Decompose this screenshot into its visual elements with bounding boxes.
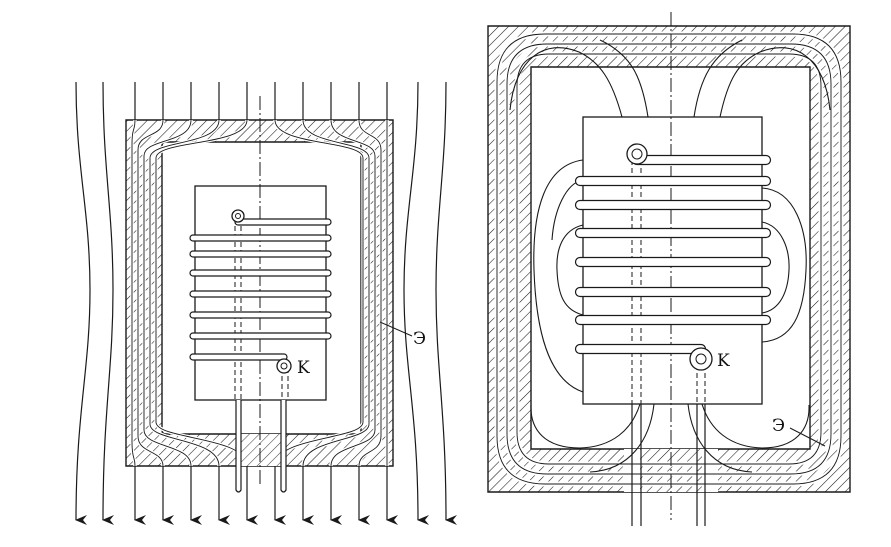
wall-channel-left-line xyxy=(143,119,192,467)
right-shield-screen xyxy=(487,25,851,493)
lead-opening-hatch xyxy=(236,434,286,466)
coil-label: K xyxy=(297,358,310,378)
right-coil-leads xyxy=(631,404,706,526)
coil-turn xyxy=(189,250,332,258)
right-screen-label: Э xyxy=(772,416,785,436)
coil-turn xyxy=(574,227,772,239)
wall-channel-right-line xyxy=(358,119,382,467)
right-screen-leader-line xyxy=(789,427,826,447)
coil-turn xyxy=(189,269,332,277)
coil-turn xyxy=(189,311,332,319)
coil-turn xyxy=(189,234,332,242)
coil-turn xyxy=(574,286,772,298)
field-lines-inside-shield xyxy=(130,119,389,467)
coil-turn xyxy=(574,314,772,326)
right-coil-end-bottom-core xyxy=(695,353,707,365)
left-panel: K Э xyxy=(75,81,458,526)
coil-turn xyxy=(189,353,288,361)
coil-end-bottom-core xyxy=(280,362,288,370)
wall-channel-right-line xyxy=(330,119,376,467)
right-coil-label: K xyxy=(717,351,730,371)
right-coil-end-top-core xyxy=(631,148,643,160)
external-field-lines xyxy=(75,81,458,526)
coil-turn xyxy=(189,332,332,340)
field-line xyxy=(75,81,91,526)
screen-leader-line xyxy=(379,321,413,337)
wall-channel-right-line xyxy=(274,119,364,467)
coil-turn xyxy=(631,154,772,166)
right-panel: K Э xyxy=(487,12,851,526)
wall-channel-left-line xyxy=(155,119,248,467)
field-line xyxy=(435,81,458,525)
wall-channel-left-line xyxy=(131,119,136,467)
coil-turn xyxy=(574,175,772,187)
stray-field-lines xyxy=(509,39,831,473)
coil-turn xyxy=(574,343,707,355)
screen-label: Э xyxy=(413,329,426,349)
wall-channel-right-line xyxy=(302,119,370,467)
right-coil-winding xyxy=(574,154,772,355)
coil-end-top-core xyxy=(235,213,241,219)
coil-turn xyxy=(189,290,332,298)
field-line xyxy=(102,81,115,526)
field-line xyxy=(403,81,430,525)
wall-channel-left-line xyxy=(137,119,164,467)
coil-turn xyxy=(234,218,332,226)
coil-turn xyxy=(574,256,772,268)
coil-turn xyxy=(574,199,772,211)
wall-loop-line xyxy=(496,33,842,485)
wall-loop-line xyxy=(506,43,832,475)
wall-channel-left-line xyxy=(149,119,220,467)
left-coil-leads xyxy=(235,400,287,493)
